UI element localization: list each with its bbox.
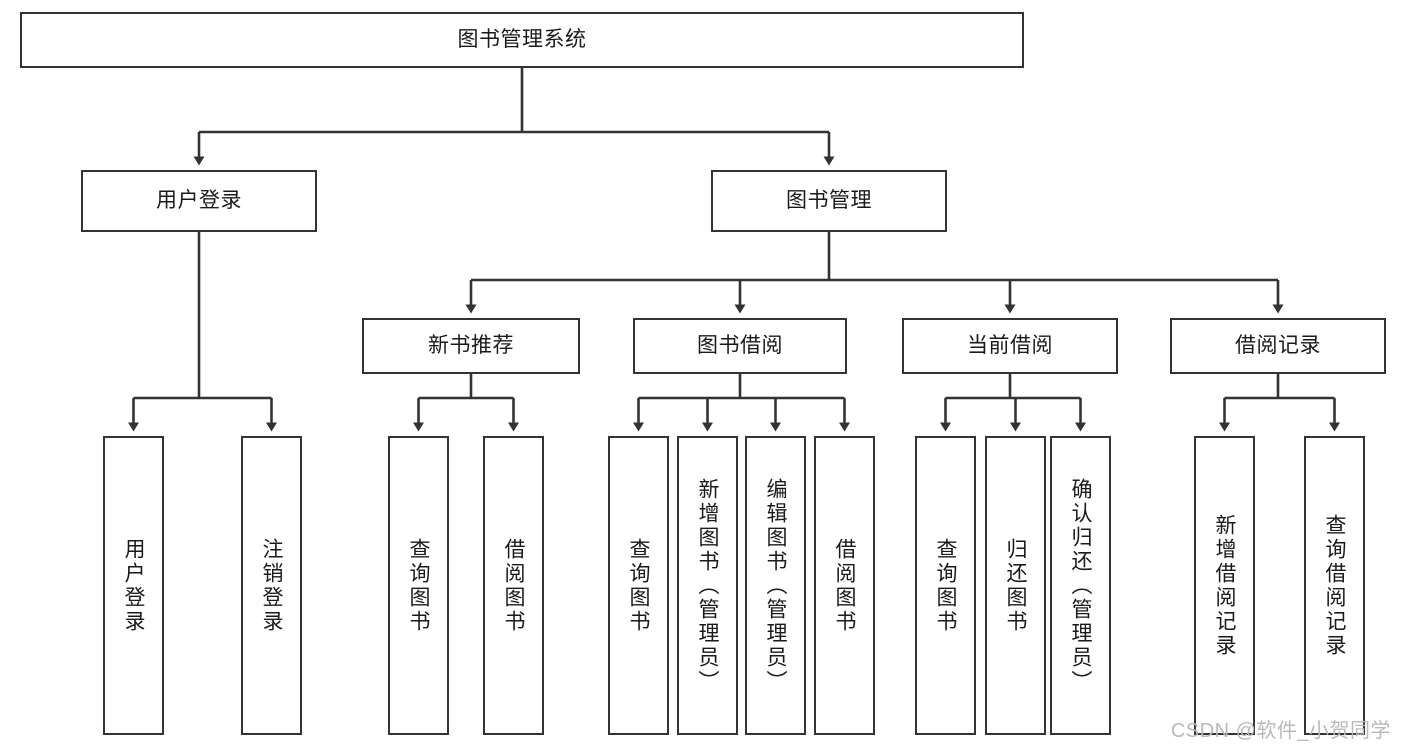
node-label: 图书管理 <box>786 189 872 213</box>
node-leaf-confirm-return[interactable]: 确认归还（管理员） <box>1050 436 1111 735</box>
node-leaf-borrow-book-bb[interactable]: 借阅图书 <box>814 436 875 735</box>
node-leaf-query-book-bb[interactable]: 查询图书 <box>608 436 669 735</box>
node-label: 图书借阅 <box>697 334 783 358</box>
node-leaf-return-book[interactable]: 归还图书 <box>985 436 1046 735</box>
node-leaf-query-book-rec[interactable]: 查询图书 <box>388 436 449 735</box>
node-leaf-add-book[interactable]: 新增图书（管理员） <box>677 436 738 735</box>
node-label: 借阅图书 <box>502 537 525 634</box>
node-label: 确认归还（管理员） <box>1069 477 1092 694</box>
node-leaf-edit-book[interactable]: 编辑图书（管理员） <box>745 436 806 735</box>
node-label: 新增借阅记录 <box>1213 513 1236 658</box>
node-label: 借阅记录 <box>1235 334 1321 358</box>
node-leaf-logout[interactable]: 注销登录 <box>241 436 302 735</box>
node-leaf-borrow-book-rec[interactable]: 借阅图书 <box>483 436 544 735</box>
node-label: 归还图书 <box>1004 537 1027 634</box>
node-label: 查询借阅记录 <box>1323 513 1346 658</box>
node-label: 查询图书 <box>627 537 650 634</box>
node-label: 用户登录 <box>156 189 242 213</box>
node-root[interactable]: 图书管理系统 <box>20 12 1024 68</box>
node-label: 注销登录 <box>260 537 283 634</box>
node-leaf-query-record[interactable]: 查询借阅记录 <box>1304 436 1365 735</box>
node-label: 查询图书 <box>934 537 957 634</box>
node-label: 用户登录 <box>122 537 145 634</box>
node-borrow-record[interactable]: 借阅记录 <box>1170 318 1386 374</box>
node-current-borrow[interactable]: 当前借阅 <box>902 318 1118 374</box>
node-label: 查询图书 <box>407 537 430 634</box>
node-label: 当前借阅 <box>967 334 1053 358</box>
csdn-watermark: CSDN @软件_小贺同学 <box>1170 720 1391 742</box>
node-book-manage[interactable]: 图书管理 <box>711 170 947 232</box>
node-label: 新书推荐 <box>428 334 514 358</box>
node-user-login[interactable]: 用户登录 <box>81 170 317 232</box>
node-book-borrow[interactable]: 图书借阅 <box>633 318 847 374</box>
node-label: 编辑图书（管理员） <box>764 477 787 694</box>
node-label: 图书管理系统 <box>457 28 587 52</box>
node-label: 借阅图书 <box>833 537 856 634</box>
node-new-book-rec[interactable]: 新书推荐 <box>362 318 580 374</box>
node-leaf-query-book-cb[interactable]: 查询图书 <box>915 436 976 735</box>
node-label: 新增图书（管理员） <box>696 477 719 694</box>
node-leaf-user-login[interactable]: 用户登录 <box>103 436 164 735</box>
node-leaf-add-record[interactable]: 新增借阅记录 <box>1194 436 1255 735</box>
